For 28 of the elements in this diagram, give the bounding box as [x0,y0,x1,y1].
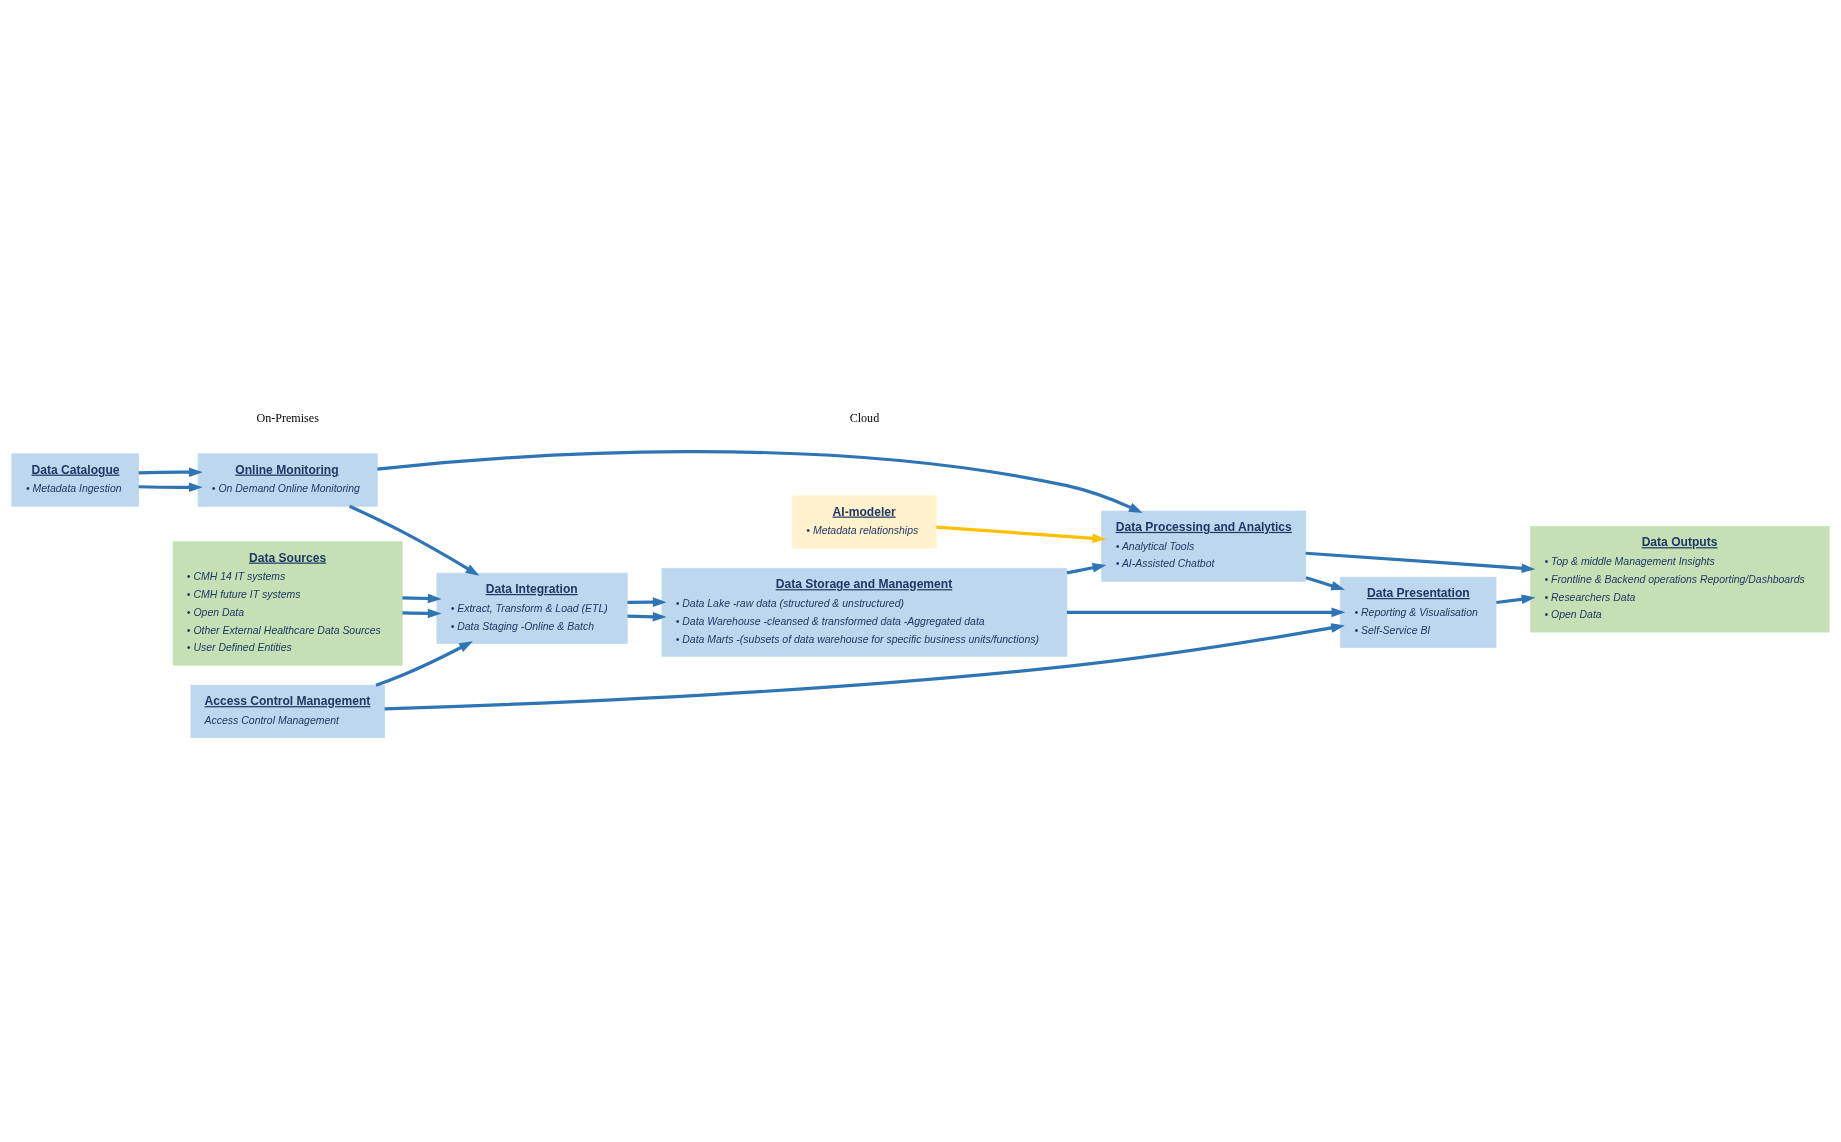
arrow [348,504,480,576]
node-box: AI-modeler • Metadata relationships [792,495,937,549]
arrow [1305,551,1536,574]
arrow [138,467,203,477]
arrow [627,611,667,622]
arrow [1305,576,1345,591]
node-box: Data Processing and Analytics • Analytical Tools • AI-Assisted Chatbot [1101,510,1307,582]
arrow [384,623,1345,711]
label: Cloud [849,411,880,426]
node-box: Data Presentation • Reporting & Visualisation • Self-Service BI [1339,576,1497,648]
arrow [402,593,442,604]
node-box: Online Monitoring • On Demand Online Monitoring [197,453,378,507]
arrow [402,608,442,619]
node-box: Data Outputs • Top & middle Management Insights • Frontline & Backend operations Reporting/Dashboards • Researchers Data • Open Data [1530,526,1830,633]
node-box: Data Storage and Management • Data Lake -raw data (structured & unstructured) • Data Warehouse -cleansed & transformed data -Aggregated data • Data Marts -(subsets of data warehouse for specific business units/functions) [661,567,1068,657]
arrow [138,482,203,493]
label: On-Premises [256,410,319,425]
arrow [627,597,667,607]
arrow [1496,594,1536,605]
arrow [936,525,1107,544]
node-box: Data Catalogue • Metadata Ingestion [11,453,139,507]
arrow [377,450,1143,514]
arrow [1066,607,1346,618]
node-box: Access Control Management Access Control Management [190,684,385,739]
arrow [1066,563,1107,575]
node-box: Data Integration • Extract, Transform & Load (ETL) • Data Staging -Online & Batch [436,572,628,644]
node-box: Data Sources • CMH 14 IT systems • CMH future IT systems • Open Data • Other External Healthcare Data Sources • User Defined Entities [172,541,403,666]
arrow [375,641,473,687]
